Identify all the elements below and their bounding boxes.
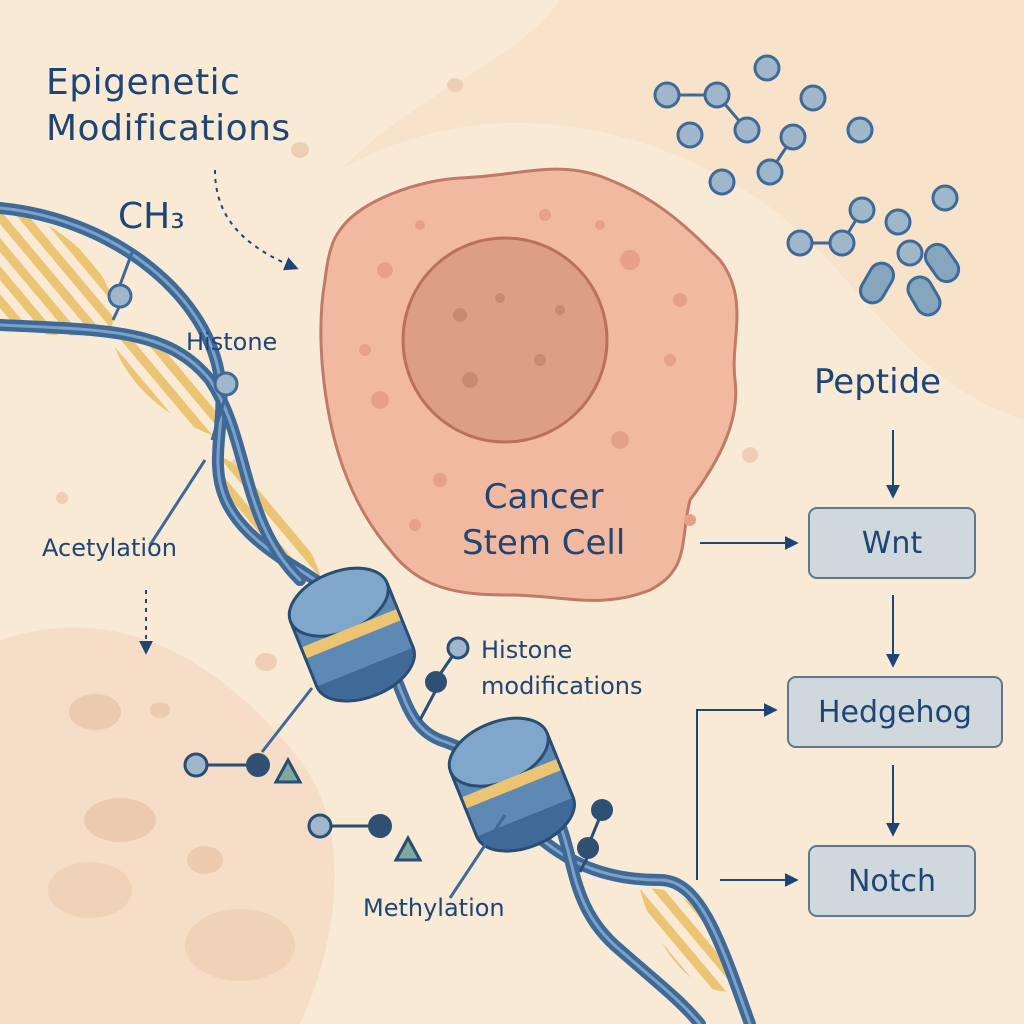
hedgehog-pathway-box: Hedgehog <box>787 676 1003 748</box>
title-to-cell-arrow <box>214 169 299 271</box>
methyl-group-marker <box>107 249 135 321</box>
histone-marker <box>210 371 239 441</box>
wnt-pathway-box: Wnt <box>808 507 976 579</box>
histone-label: Histone <box>186 328 278 356</box>
peptide-molecules <box>653 54 961 317</box>
cancer-stem-cell-label: Cancer Stem Cell <box>462 474 625 566</box>
dna-helix-lower <box>514 794 756 1024</box>
nucleosome-2 <box>447 716 576 853</box>
histone-modifications-line-2: modifications <box>481 672 643 700</box>
nucleosome-pointer <box>260 687 314 753</box>
acetylation-label: Acetylation <box>42 534 177 562</box>
methylation-label: Methylation <box>363 894 505 922</box>
nucleosome-1 <box>287 566 416 703</box>
cell-label-line-1: Cancer <box>483 477 604 517</box>
cancer-stem-cell <box>319 167 739 602</box>
ch3-label: CH₃ <box>118 196 185 237</box>
histone-modification-tail <box>418 636 470 721</box>
title-line-1: Epigenetic <box>46 62 241 103</box>
modification-chain-2 <box>307 813 423 862</box>
notch-pathway-box: Notch <box>808 845 976 917</box>
modification-chain-1 <box>183 752 303 784</box>
diagram-title: Epigenetic Modifications <box>46 60 291 152</box>
histone-modifications-line-1: Histone <box>481 636 573 664</box>
cell-label-line-2: Stem Cell <box>462 523 626 563</box>
methylation-pointer <box>448 814 507 899</box>
peptide-label: Peptide <box>814 362 942 402</box>
acetylation-pointer <box>148 459 207 546</box>
histone-modifications-label: Histone modifications <box>481 632 642 704</box>
title-line-2: Modifications <box>46 108 291 149</box>
pathway-arrows <box>696 430 900 887</box>
methylation-tail <box>577 799 613 873</box>
